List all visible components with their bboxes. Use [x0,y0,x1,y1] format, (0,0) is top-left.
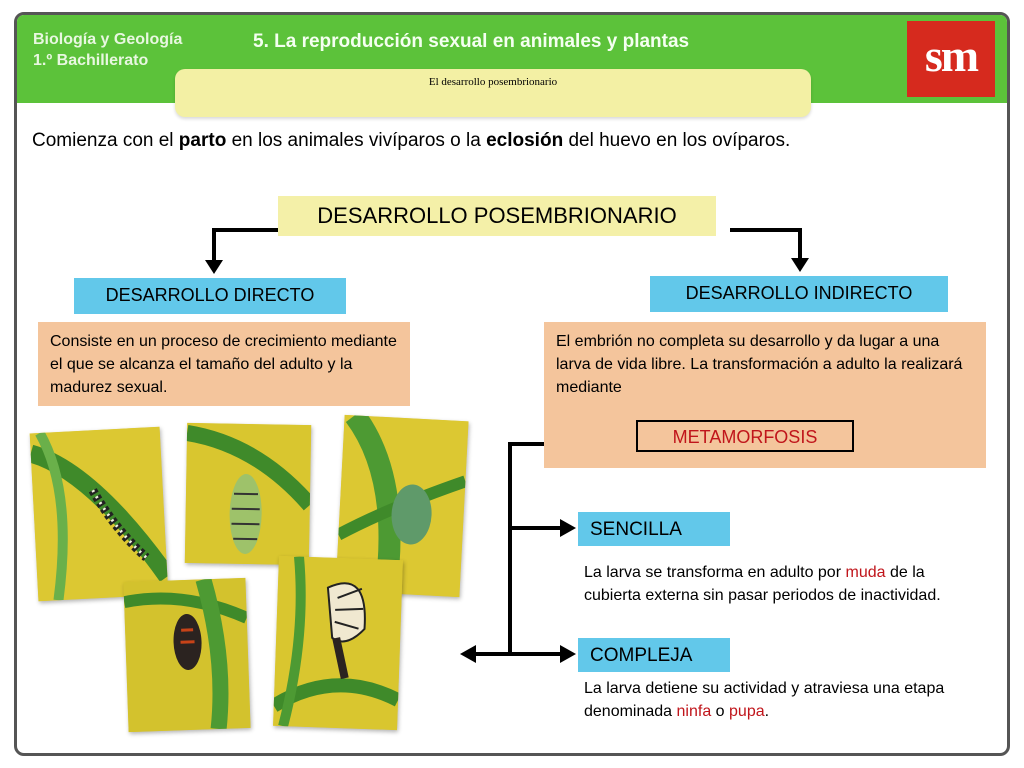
arrow-down-right-icon [791,258,809,272]
intro-part-2: en los animales vivíparos o la [226,130,487,151]
root-concept-box: DESARROLLO POSEMBRIONARIO [278,196,716,236]
complex-text-2: o [711,703,730,720]
sm-logo: sm [907,21,995,97]
direct-development-title: DESARROLLO DIRECTO [105,285,315,305]
caterpillar-image [29,426,169,602]
arrow-down-left-icon [205,260,223,274]
caterpillar-photo [29,426,169,602]
complex-metamorphosis-description: La larva detiene su actividad y atravies… [584,677,984,723]
chrysalis-dark-photo [123,577,251,733]
metamorphosis-box: METAMORFOSIS [636,420,854,452]
complex-highlight-pupa: pupa [729,703,765,720]
intro-part-1: Comienza con el [32,130,179,151]
complex-text-1: La larva detiene su actividad y atravies… [584,680,945,720]
indirect-development-box: DESARROLLO INDIRECTO [650,276,948,312]
complex-metamorphosis-title: COMPLEJA [590,645,693,666]
direct-development-box: DESARROLLO DIRECTO [74,278,346,314]
section-tab: El desarrollo posembrionario [175,69,811,117]
subject-label: Biología y Geología 1.º Bachillerato [33,29,182,71]
chrysalis-dark-image [123,577,251,733]
simple-highlight-muda: muda [845,564,886,581]
simple-metamorphosis-description: La larva se transforma en adulto por mud… [584,561,984,607]
simple-metamorphosis-title: SENCILLA [590,519,682,540]
section-title: El desarrollo posembrionario [428,76,558,88]
simple-text-1: La larva se transforma en adulto por [584,564,846,581]
direct-development-description: Consiste en un proceso de crecimiento me… [38,322,410,406]
connector-left [212,228,288,262]
intro-text: Comienza con el parto en los animales vi… [32,130,790,152]
butterfly-emerging-photo [273,555,403,731]
unit-title: 5. La reproducción sexual en animales y … [253,31,690,52]
arrow-right-sencilla-icon [560,519,576,537]
logo-text: sm [924,30,979,81]
butterfly-emerging-image [273,555,403,731]
intro-bold-parto: parto [178,130,227,151]
complex-text-3: . [764,703,770,720]
indirect-text: El embrión no completa su desarrollo y d… [556,333,963,396]
subject-line-1: Biología y Geología [33,31,183,48]
indirect-development-title: DESARROLLO INDIRECTO [685,283,913,303]
root-concept-label: DESARROLLO POSEMBRIONARIO [317,203,677,228]
simple-metamorphosis-box: SENCILLA [578,512,730,546]
chrysalis-forming-photo [184,422,312,566]
intro-bold-eclosion: eclosión [486,130,564,151]
intro-part-3: del huevo en los ovíparos. [563,130,791,151]
arrow-left-compleja-icon [460,645,476,663]
complex-metamorphosis-box: COMPLEJA [578,638,730,672]
connector-right [730,228,802,260]
metamorphosis-label: METAMORFOSIS [672,427,818,447]
subject-line-2: 1.º Bachillerato [33,52,149,69]
arrow-right-compleja-icon [560,645,576,663]
connector-metamorphosis [508,442,652,654]
chrysalis-forming-image [184,422,312,566]
simple-text-2: de la cubierta externa sin pasar periodo… [584,564,941,604]
complex-highlight-ninfa: ninfa [676,703,712,720]
